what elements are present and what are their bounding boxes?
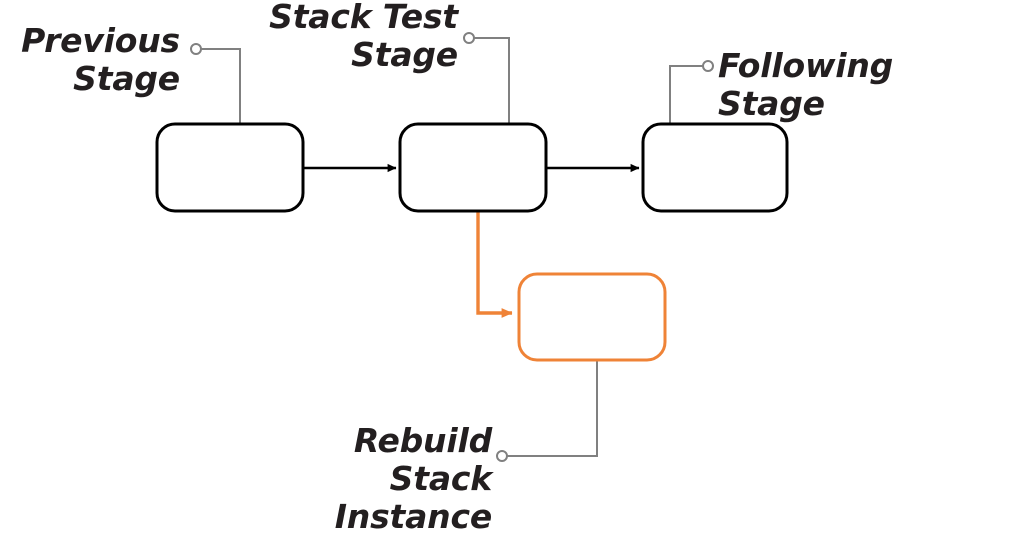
diagram-canvas: Previous Stage Stack Test Stage Followin… — [21, 0, 894, 536]
diagram-vector-layer — [155, 32, 789, 462]
callout-label-previous-stage: Previous Stage — [21, 21, 180, 98]
callout-leader-stack-test-stage — [474, 37, 510, 124]
callout-label-following-stage: Following Stage — [718, 46, 894, 123]
diagram-nodes — [155, 122, 789, 362]
callout-marker-icon-rebuild-stack-instance — [496, 450, 508, 462]
callout-leader-following-stage — [669, 65, 703, 124]
callout-leader-previous-stage — [201, 48, 241, 124]
callout-markers — [190, 32, 714, 462]
callout-marker-icon-following-stage — [702, 60, 714, 72]
node-previous-stage[interactable] — [155, 122, 305, 213]
node-rebuild-stack-instance[interactable] — [517, 272, 667, 362]
callout-leaders — [201, 37, 703, 457]
callout-marker-icon-previous-stage — [190, 43, 202, 55]
node-following-stage[interactable] — [641, 122, 789, 213]
callout-label-rebuild-stack-instance: Rebuild Stack Instance — [334, 421, 492, 536]
node-stack-test-stage[interactable] — [398, 122, 548, 213]
callout-marker-icon-stack-test-stage — [463, 32, 475, 44]
callout-leader-rebuild-stack-instance — [507, 360, 598, 457]
flow-connectors — [303, 163, 640, 318]
connector-stack-test-to-rebuild — [476, 211, 513, 318]
callout-label-stack-test-stage: Stack Test Stage — [269, 0, 458, 74]
